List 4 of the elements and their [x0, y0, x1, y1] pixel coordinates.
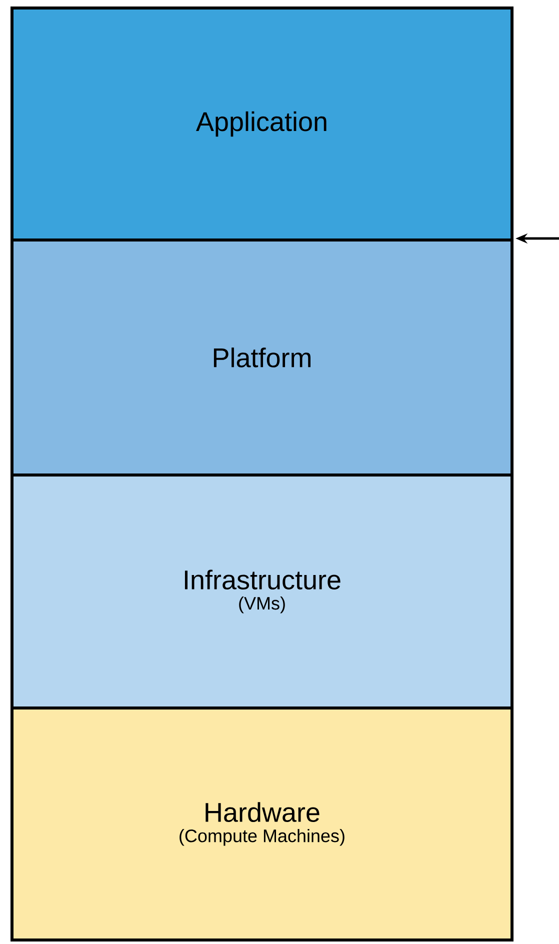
- layer-box: Application: [10, 6, 514, 242]
- layer-box: Hardware (Compute Machines): [10, 706, 514, 942]
- layer-box: Infrastructure (VMs): [10, 474, 514, 710]
- layer-box: Platform: [10, 238, 514, 476]
